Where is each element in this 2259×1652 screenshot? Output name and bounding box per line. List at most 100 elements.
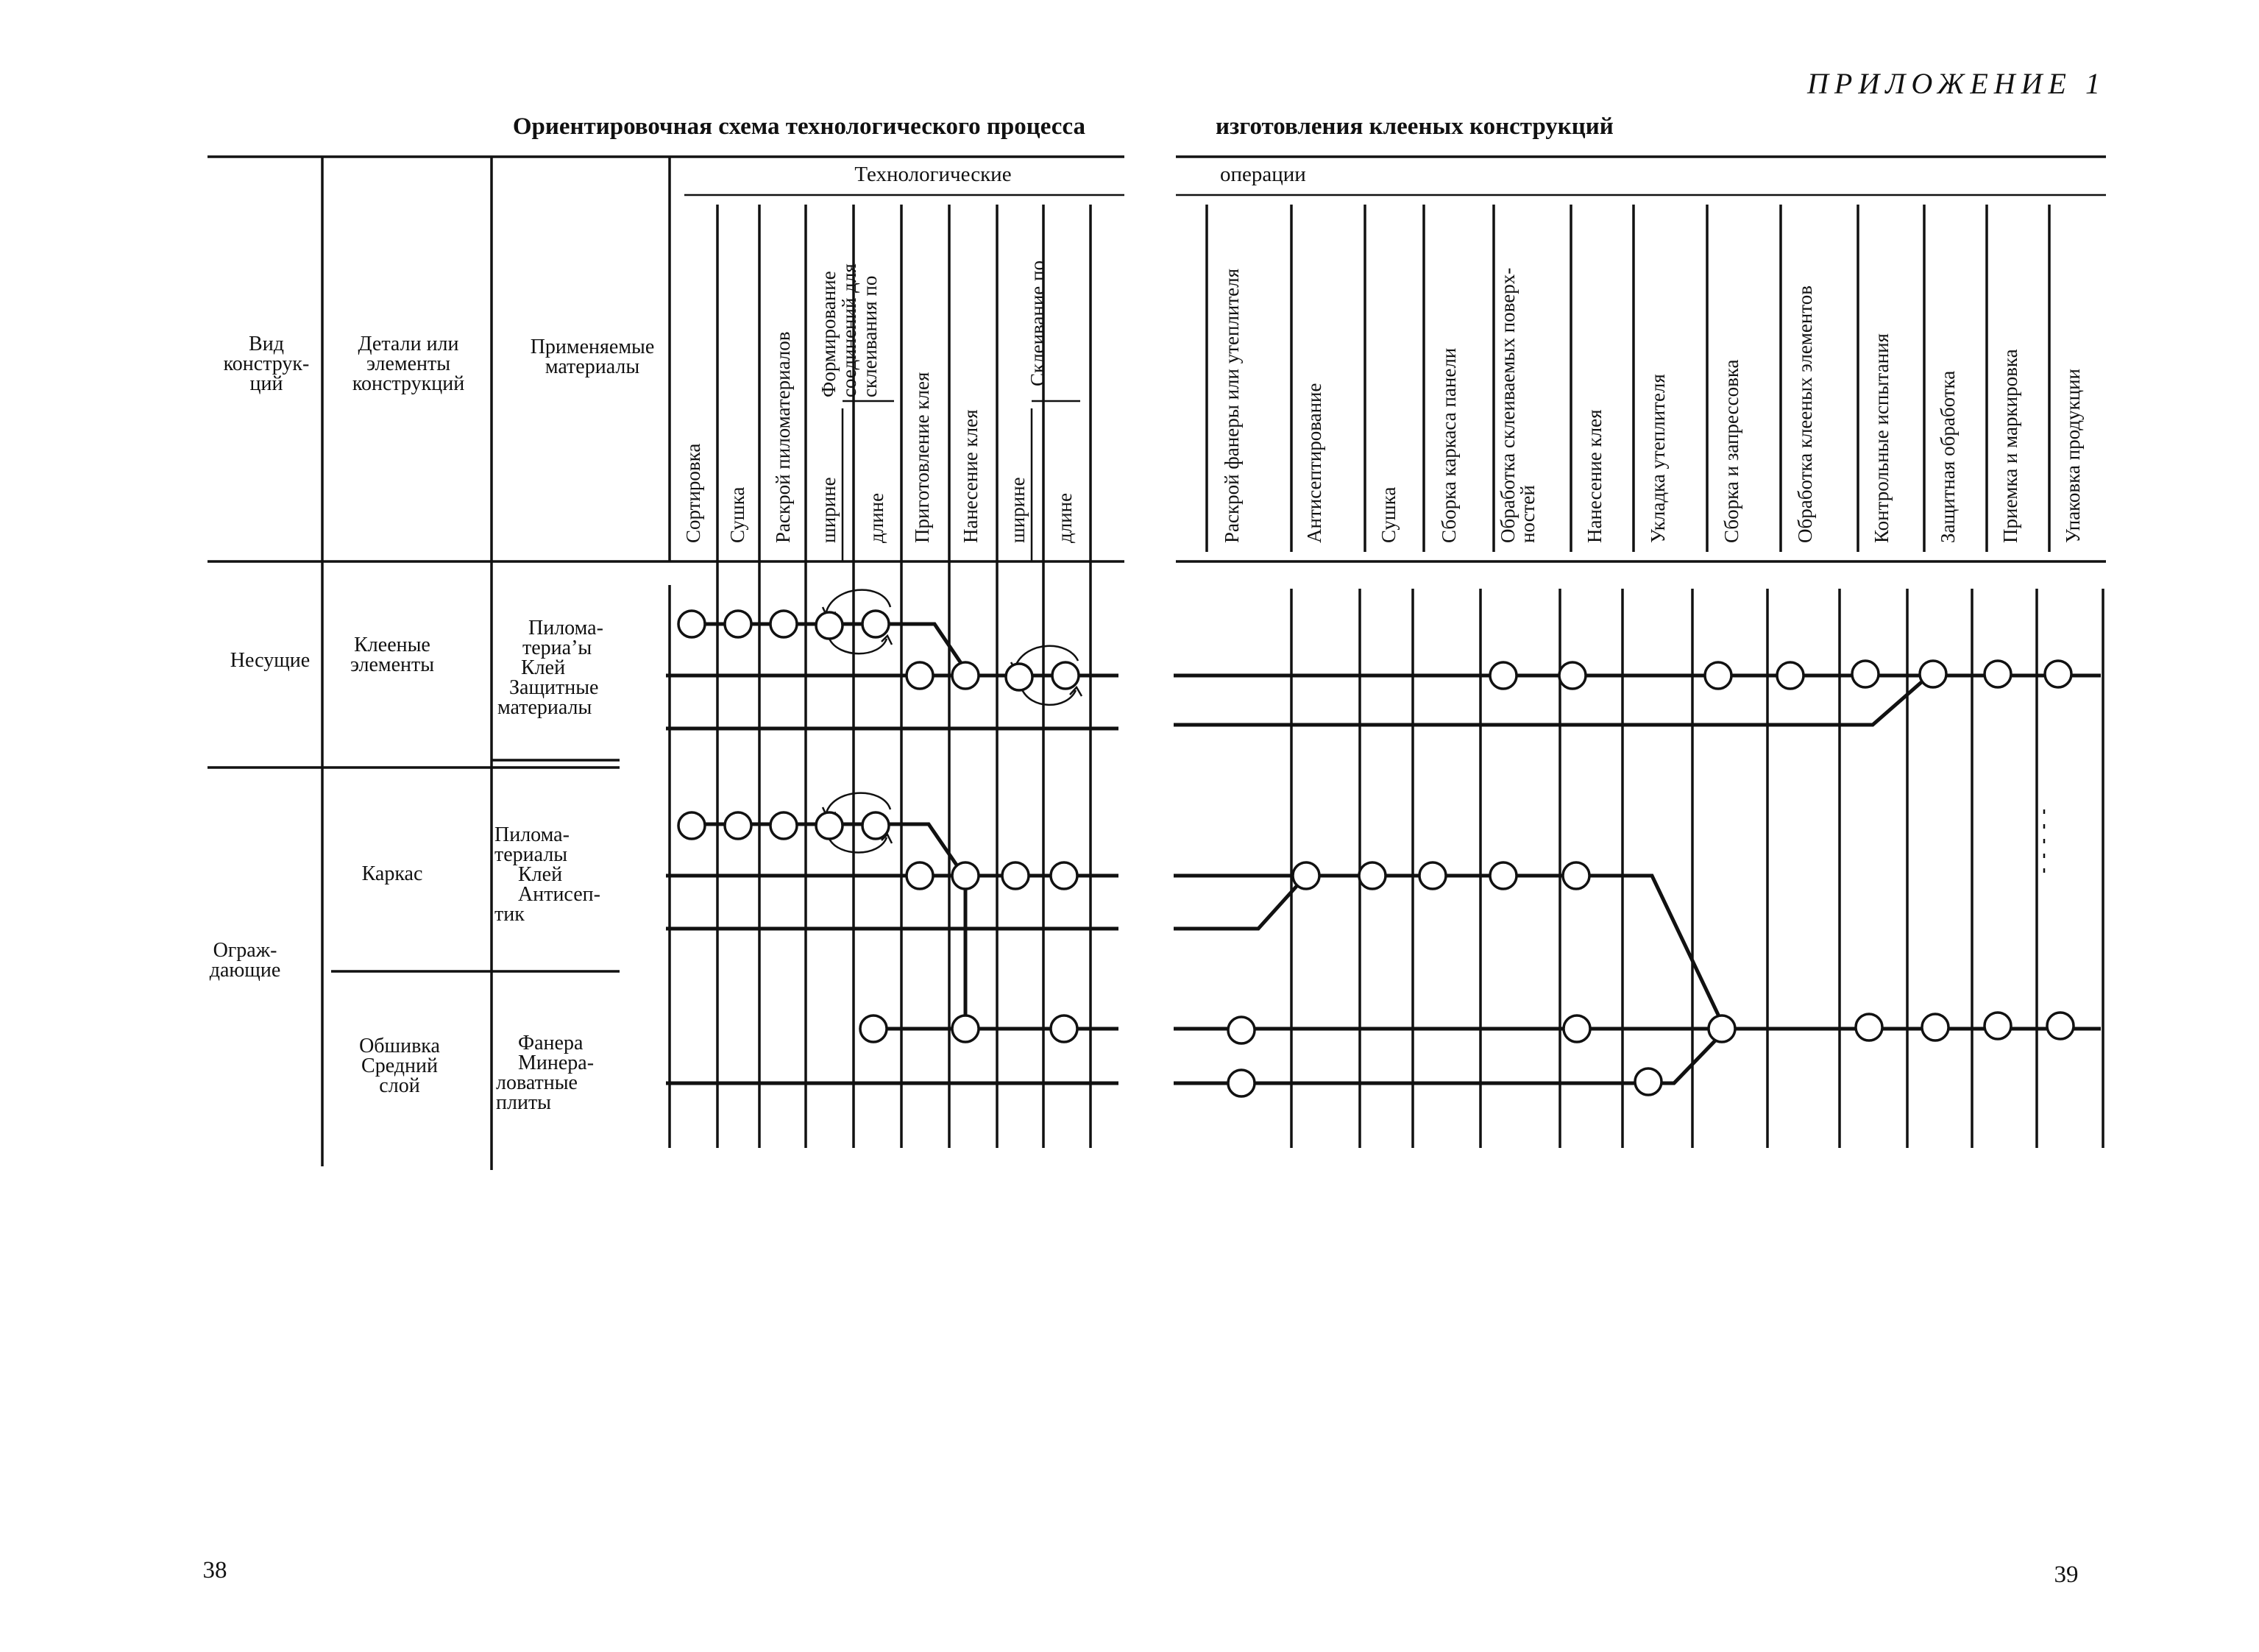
- row-materials-label: Фанера: [518, 1032, 584, 1054]
- table-grid: [208, 155, 2106, 1170]
- row-materials-label: териа’ы: [522, 637, 592, 659]
- op-label: длине: [865, 493, 887, 543]
- operation-labels-right: Раскрой фанеры или утеплителя Антисептир…: [1221, 268, 2084, 543]
- title-right: изготовления клееных конструкций: [1216, 113, 1614, 140]
- row-materials-label: Пилома-: [528, 617, 603, 639]
- flow-line: [1174, 1036, 1720, 1085]
- operation-node: [1921, 1013, 1950, 1042]
- loop-arrow: [828, 638, 888, 655]
- row-materials-label: Антисеп-: [518, 883, 600, 906]
- row-materials-label: Клей: [518, 863, 562, 886]
- operation-node: [1004, 662, 1034, 692]
- loop-arrow: [1020, 687, 1077, 706]
- operation-node: [1918, 659, 1948, 689]
- title-left: Ориентировочная схема технологического п…: [513, 113, 1085, 140]
- operation-node: [723, 811, 753, 840]
- operation-node: [1703, 661, 1733, 690]
- operation-node: [677, 609, 706, 639]
- operation-node: [1049, 1014, 1079, 1043]
- row-type-label: дающие: [210, 959, 281, 982]
- flow-line: [1174, 874, 1308, 931]
- op-label: Раскрой фанеры или утеплителя: [1221, 269, 1243, 543]
- header-materials: Применяемые материалы: [531, 336, 655, 378]
- op-label: Приготовление клея: [911, 372, 933, 543]
- row-parts-label: элементы: [350, 653, 434, 676]
- operation-node: [951, 861, 980, 890]
- header-type-line: ций: [250, 372, 283, 395]
- column-lines-right: [1205, 205, 2104, 1148]
- operation-node: [769, 609, 798, 639]
- loop-arrow: [828, 837, 888, 854]
- row-parts-label: Клееные: [354, 634, 430, 656]
- row-materials-label: тик: [494, 903, 525, 926]
- operation-node: [1418, 861, 1447, 890]
- header-type-line: Вид: [249, 333, 284, 355]
- group-header-left: Технологические: [854, 163, 1011, 186]
- row-parts-label: Обшивка: [359, 1035, 440, 1057]
- flow-line: [1174, 672, 1933, 727]
- subgroup-gluing-label: Склеивание по: [1026, 260, 1049, 386]
- operation-node: [815, 611, 844, 640]
- operation-node: [951, 1014, 980, 1043]
- subgroup-forming-label: соединений для: [838, 263, 860, 397]
- op-label: Сборка каркаса панели: [1438, 348, 1460, 543]
- loop-arrow: [824, 589, 892, 615]
- operation-node: [951, 661, 980, 690]
- flow-line: [1174, 873, 1728, 1032]
- operation-node: [723, 609, 753, 639]
- operation-node: [2046, 1011, 2075, 1041]
- operation-node: [1558, 661, 1587, 690]
- appendix-label: ПРИЛОЖЕНИЕ 1: [1806, 67, 2106, 100]
- op-label: Антисептирование: [1303, 383, 1325, 543]
- operation-node: [2043, 659, 2073, 689]
- row-type-label: Несущие: [230, 649, 310, 672]
- op-label: Защитная обработка: [1937, 371, 1959, 543]
- operation-node: [1562, 1014, 1592, 1043]
- arrow-head: [881, 832, 893, 844]
- header-parts-line: элементы: [366, 352, 450, 375]
- operation-node: [1707, 1014, 1737, 1043]
- row-type-label: Ограж-: [213, 939, 277, 962]
- op-label: Нанесение клея: [960, 409, 982, 543]
- operation-node: [905, 661, 935, 690]
- op-label: ностей: [1517, 485, 1539, 543]
- operation-node: [1561, 861, 1591, 890]
- group-header-right: операции: [1220, 163, 1306, 186]
- row-parts-label: Каркас: [362, 862, 423, 885]
- operation-node: [1983, 1011, 2012, 1041]
- row-materials-label: Клей: [521, 656, 565, 679]
- page-number-left: 38: [203, 1557, 227, 1584]
- op-label: ширине: [818, 477, 840, 543]
- op-label: Сортировка: [682, 444, 704, 543]
- operation-node: [1854, 1013, 1884, 1042]
- operation-node: [769, 811, 798, 840]
- op-label: Укладка утеплителя: [1647, 374, 1669, 543]
- op-label: Упаковка продукции: [2062, 369, 2084, 543]
- operation-node: [1634, 1067, 1663, 1096]
- subgroup-forming-label: склеивания по: [859, 276, 881, 397]
- row-materials-label: ловатные: [496, 1071, 578, 1094]
- operation-node: [1227, 1068, 1256, 1098]
- arrow-head: [881, 634, 893, 645]
- operation-node: [905, 861, 935, 890]
- loop-arrow: [1014, 645, 1079, 667]
- op-label: Сушка: [726, 487, 748, 543]
- row-materials-label: териалы: [494, 843, 567, 866]
- op-label: Контрольные испытания: [1870, 333, 1893, 543]
- operation-node: [677, 811, 706, 840]
- loop-arrow: [824, 792, 892, 816]
- subgroup-forming-label: Формирование: [818, 271, 840, 397]
- operation-labels-left: Сортировка Сушка Раскрой пиломатериалов …: [682, 260, 1076, 543]
- operation-node: [1291, 861, 1321, 890]
- operation-node: [1227, 1015, 1256, 1045]
- operation-nodes: [677, 609, 2075, 1098]
- row-parts-label: слой: [379, 1074, 419, 1097]
- op-label: Обработка клееных элементов: [1794, 286, 1816, 543]
- operation-node: [1489, 661, 1518, 690]
- operation-node: [1051, 661, 1080, 690]
- operation-node: [1049, 861, 1079, 890]
- row-materials-label: Пилома-: [494, 823, 570, 846]
- operation-node: [859, 1014, 888, 1043]
- op-label: Сушка: [1377, 487, 1400, 543]
- flow-line: [876, 622, 968, 671]
